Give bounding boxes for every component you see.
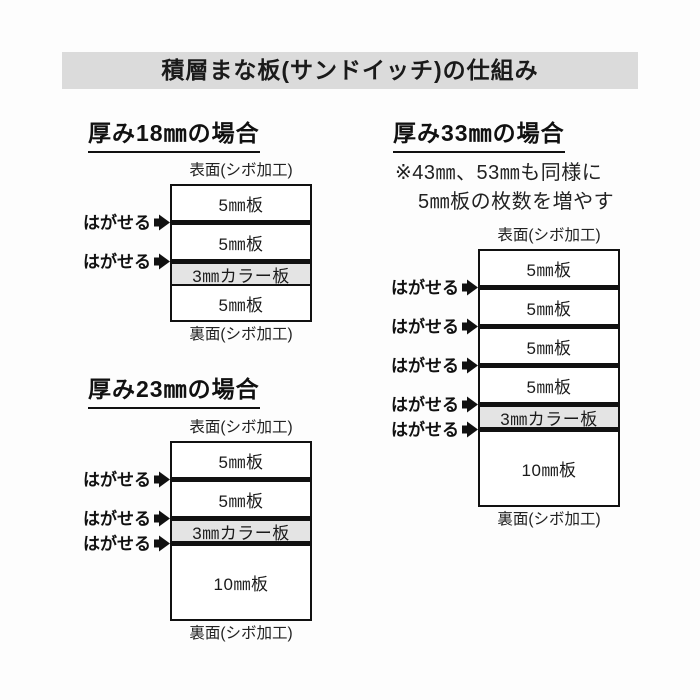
peel-label-text: はがせる [83,252,151,271]
peel-label: はがせる [83,510,170,527]
title-bar: 積層まな板(サンドイッチ)の仕組み [62,52,638,89]
right-arrow-icon [462,425,467,434]
layer-5mm: 5㎜板 [172,186,310,220]
back-surface-label: 裏面(シボ加工) [497,511,601,528]
right-arrow-icon [467,396,478,413]
layer-10mm: 10㎜板 [480,432,618,505]
peel-line [480,402,618,407]
right-arrow-icon [154,475,159,484]
layer-5mm: 5㎜板 [480,329,618,363]
page-title: 積層まな板(サンドイッチ)の仕組み [161,57,539,83]
right-arrow-icon [159,535,170,552]
peel-label: はがせる [83,214,170,231]
peel-label: はがせる [391,421,478,438]
layer-5mm: 5㎜板 [480,290,618,324]
peel-label: はがせる [83,471,170,488]
section-heading-18mm: 厚み18㎜の場合 [88,122,260,153]
peel-line [172,516,310,521]
peel-label-text: はがせる [391,278,459,297]
layer-5mm: 5㎜板 [172,482,310,516]
peel-line [480,285,618,290]
layer-10mm: 10㎜板 [172,546,310,619]
peel-label: はがせる [391,357,478,374]
peel-label-text: はがせる [391,420,459,439]
layer-3mm-color: 3㎜カラー板 [480,407,618,429]
layer-stack-23mm: 5㎜板 5㎜板 3㎜カラー板 10㎜板 [170,441,312,621]
peel-label-text: はがせる [391,317,459,336]
section-heading-23mm: 厚み23㎜の場合 [88,378,260,409]
right-arrow-icon [159,214,170,231]
peel-line [480,324,618,329]
layer-5mm: 5㎜板 [172,443,310,477]
note-line-1: ※43㎜、53㎜も同様に [395,162,603,184]
right-arrow-icon [467,357,478,374]
front-surface-label: 表面(シボ加工) [189,419,293,436]
right-arrow-icon [462,400,467,409]
right-arrow-icon [467,421,478,438]
right-arrow-icon [462,283,467,292]
right-arrow-icon [159,471,170,488]
right-arrow-icon [467,318,478,335]
peel-line [172,259,310,264]
peel-label: はがせる [391,279,478,296]
front-surface-label: 表面(シボ加工) [497,227,601,244]
right-arrow-icon [462,322,467,331]
right-arrow-icon [154,514,159,523]
section-heading-33mm: 厚み33㎜の場合 [393,122,565,153]
layer-5mm: 5㎜板 [480,368,618,402]
right-arrow-icon [467,279,478,296]
peel-label-text: はがせる [83,470,151,489]
layer-stack-33mm: 5㎜板 5㎜板 5㎜板 5㎜板 3㎜カラー板 10㎜板 [478,249,620,507]
back-surface-label: 裏面(シボ加工) [189,625,293,642]
right-arrow-icon [462,361,467,370]
peel-label: はがせる [391,396,478,413]
right-arrow-icon [159,253,170,270]
right-arrow-icon [154,539,159,548]
layer-3mm-color: 3㎜カラー板 [172,521,310,543]
peel-label-text: はがせる [83,509,151,528]
peel-label: はがせる [83,535,170,552]
peel-line [172,477,310,482]
right-arrow-icon [154,257,159,266]
peel-label-text: はがせる [83,213,151,232]
peel-label: はがせる [391,318,478,335]
peel-line [172,220,310,225]
peel-line [172,541,310,546]
peel-label: はがせる [83,253,170,270]
right-arrow-icon [159,510,170,527]
peel-label-text: はがせる [391,356,459,375]
peel-line [480,427,618,432]
peel-label-text: はがせる [83,534,151,553]
layer-3mm-color: 3㎜カラー板 [172,264,310,286]
note-line-2: 5㎜板の枚数を増やす [418,191,615,213]
peel-line [480,363,618,368]
glue-line [172,284,310,286]
layer-5mm: 5㎜板 [480,251,618,285]
layer-5mm: 5㎜板 [172,286,310,320]
front-surface-label: 表面(シボ加工) [189,162,293,179]
back-surface-label: 裏面(シボ加工) [189,326,293,343]
layer-5mm: 5㎜板 [172,225,310,259]
peel-label-text: はがせる [391,395,459,414]
right-arrow-icon [154,218,159,227]
